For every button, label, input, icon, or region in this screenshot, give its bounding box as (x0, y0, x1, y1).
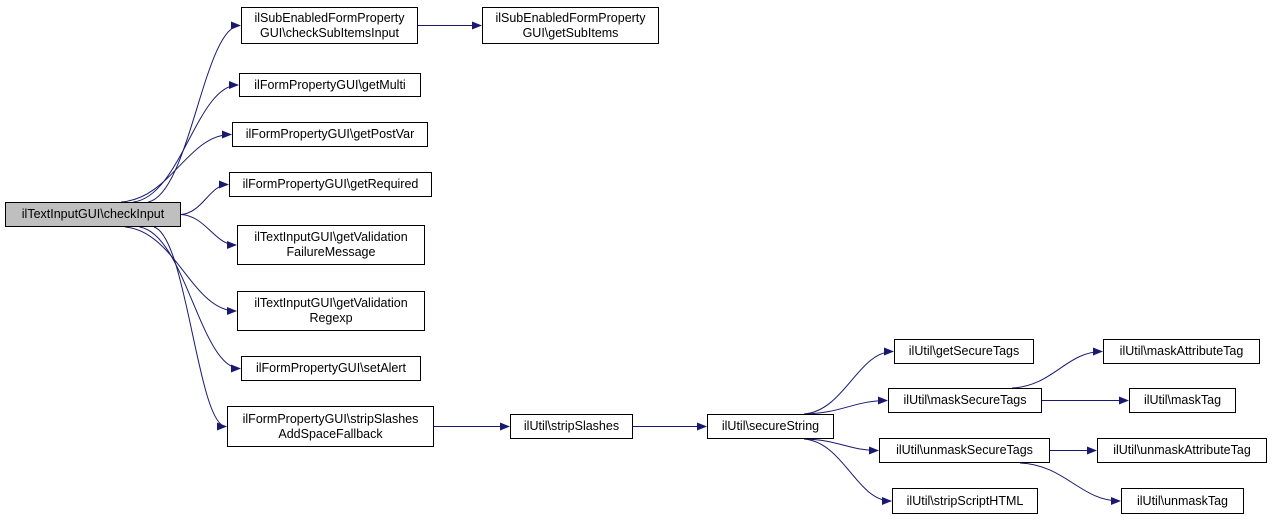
node-label-line-1: ilUtil\maskTag (1143, 393, 1222, 407)
node-label-line-1: ilFormPropertyGUI\setAlert (255, 361, 407, 375)
edge-check-input-to-get-validation-regexp (125, 226, 237, 315)
node-unmask-attribute-tag[interactable]: ilUtil\unmaskAttributeTag (1097, 438, 1267, 463)
edge-check-input-to-get-validation-failure-message (180, 214, 237, 249)
node-strip-slashes[interactable]: ilUtil\stripSlashes (510, 414, 633, 439)
node-unmask-tag[interactable]: ilUtil\unmaskTag (1121, 488, 1244, 514)
node-get-secure-tags[interactable]: ilUtil\getSecureTags (894, 339, 1034, 364)
node-get-validation-failure-message[interactable]: ilTextInputGUI\getValidation FailureMess… (237, 225, 425, 265)
node-secure-string[interactable]: ilUtil\secureString (707, 414, 834, 439)
node-label-line-1: ilFormPropertyGUI\getRequired (242, 177, 419, 191)
edge-secure-string-to-unmask-secure-tags (803, 438, 879, 455)
node-label-line-1: ilTextInputGUI\getValidation (254, 296, 408, 310)
node-check-sub-items-input[interactable]: ilSubEnabledFormProperty GUI\checkSubIte… (241, 7, 418, 44)
edge-check-input-to-check-sub-items-input (148, 21, 241, 203)
node-label-line-1: ilFormPropertyGUI\stripSlashes (242, 411, 419, 426)
node-label-line-1: ilUtil\maskAttributeTag (1119, 344, 1244, 358)
edge-check-input-to-get-multi (133, 81, 239, 203)
node-check-input: ilTextInputGUI\checkInput (5, 202, 181, 227)
edge-check-input-to-set-alert (139, 226, 241, 373)
edge-mask-secure-tags-to-mask-attribute-tag (1011, 347, 1103, 389)
node-set-alert[interactable]: ilFormPropertyGUI\setAlert (241, 356, 421, 381)
node-label-line-2: Regexp (309, 311, 353, 325)
node-get-required[interactable]: ilFormPropertyGUI\getRequired (229, 172, 432, 197)
node-label-line-1: ilUtil\stripScriptHTML (906, 493, 1024, 508)
node-label-line-1: ilSubEnabledFormProperty (495, 10, 646, 25)
node-label-line-1: ilFormPropertyGUI\getMulti (254, 77, 406, 92)
node-label-line-1: ilFormPropertyGUI\getPostVar (245, 127, 415, 141)
node-unmask-secure-tags[interactable]: ilUtil\unmaskSecureTags (879, 438, 1050, 463)
node-get-multi[interactable]: ilFormPropertyGUI\getMulti (239, 73, 421, 97)
node-label-line-2: FailureMessage (286, 245, 376, 259)
node-label-line-1: ilTextInputGUI\getValidation (254, 230, 408, 244)
node-label-line-2: GUI\checkSubItemsInput (260, 25, 399, 40)
edge-secure-string-to-strip-script-html (803, 438, 892, 505)
node-label-line-1: ilUtil\unmaskSecureTags (896, 443, 1033, 457)
edge-check-input-to-get-required (180, 180, 229, 215)
node-get-post-var[interactable]: ilFormPropertyGUI\getPostVar (232, 122, 428, 147)
node-strip-slashes-add-space-fallback[interactable]: ilFormPropertyGUI\stripSlashes AddSpaceF… (227, 406, 434, 447)
node-get-sub-items[interactable]: ilSubEnabledFormProperty GUI\getSubItems (482, 7, 659, 44)
node-get-validation-regexp[interactable]: ilTextInputGUI\getValidation Regexp (237, 291, 425, 331)
node-label-line-1: ilTextInputGUI\checkInput (21, 207, 165, 221)
edge-check-input-to-strip-slashes-fallback (153, 226, 227, 431)
edge-secure-string-to-mask-secure-tags (803, 396, 888, 415)
edge-unmask-secure-tags-to-unmask-tag (1019, 462, 1121, 505)
node-label-line-1: ilUtil\secureString (721, 419, 820, 433)
node-label-line-1: ilSubEnabledFormProperty (254, 10, 405, 25)
node-label-line-1: ilUtil\getSecureTags (908, 344, 1020, 358)
node-mask-attribute-tag[interactable]: ilUtil\maskAttributeTag (1103, 339, 1260, 364)
edge-secure-string-to-get-secure-tags (803, 347, 894, 415)
edge-check-input-to-get-post-var (120, 130, 232, 203)
node-label-line-2: AddSpaceFallback (278, 426, 383, 441)
node-label-line-1: ilUtil\maskSecureTags (903, 393, 1027, 407)
node-strip-script-html[interactable]: ilUtil\stripScriptHTML (892, 488, 1038, 514)
node-label-line-1: ilUtil\stripSlashes (523, 419, 620, 433)
node-mask-secure-tags[interactable]: ilUtil\maskSecureTags (888, 388, 1042, 413)
node-mask-tag[interactable]: ilUtil\maskTag (1129, 388, 1236, 413)
node-label-line-2: GUI\getSubItems (522, 25, 619, 40)
node-label-line-1: ilUtil\unmaskTag (1136, 493, 1228, 508)
node-label-line-1: ilUtil\unmaskAttributeTag (1113, 443, 1251, 457)
